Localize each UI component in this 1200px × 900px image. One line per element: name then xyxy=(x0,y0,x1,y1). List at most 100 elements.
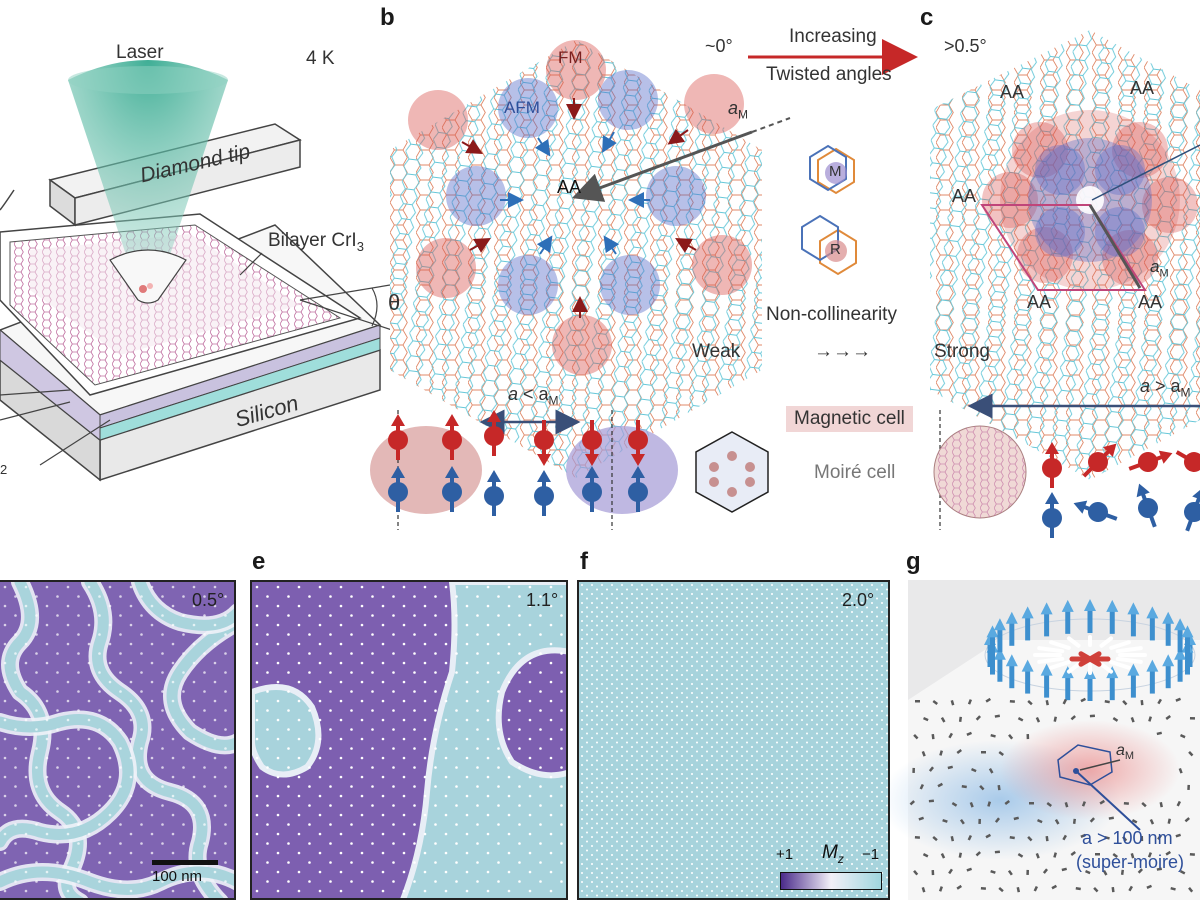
spin-down-arrow xyxy=(388,466,408,512)
afm-domain xyxy=(498,255,558,315)
weak-label: Weak xyxy=(692,341,741,362)
skyrmion-outer-spin xyxy=(1040,602,1053,637)
afm-domain xyxy=(446,166,506,226)
spin-down-arrow xyxy=(1042,492,1062,538)
aa-label-c1: AA xyxy=(1000,82,1025,102)
panel-e-map xyxy=(250,580,568,900)
spin-down-arrow xyxy=(534,470,554,516)
skyrmion-outer-spin xyxy=(1084,599,1096,633)
moire-period-label-c: aM xyxy=(1150,257,1169,280)
fm-domain xyxy=(552,315,612,375)
skyrmion-inner-spin xyxy=(1066,662,1081,674)
skyrmion-outer-spin xyxy=(1181,625,1194,660)
panel-d-map xyxy=(0,580,236,900)
super-moire-label: (super-moire) xyxy=(1076,852,1185,872)
afm-domain xyxy=(498,78,558,138)
skyrmion-inner-spin xyxy=(1115,646,1143,654)
skyrmion-spins xyxy=(984,599,1196,701)
afm-label: AFM xyxy=(504,98,540,117)
moire-period-label-b: aM xyxy=(728,98,749,122)
angle-label-e: 1.1° xyxy=(526,590,559,610)
arrows-glyph: →→→ xyxy=(814,341,871,362)
spin-down-arrow xyxy=(1136,483,1158,528)
spacing-condition-small: a < aM xyxy=(508,384,559,408)
afm-domain xyxy=(598,70,658,130)
colorbar-plus: +1 xyxy=(776,846,794,863)
spin-up-arrow xyxy=(1175,450,1200,473)
skyrmion-outer-spin xyxy=(993,647,1006,682)
temperature-label: 4 K xyxy=(306,48,335,69)
skyrmion-outer-spin xyxy=(1061,599,1074,634)
spin-up-arrow xyxy=(442,414,462,460)
spin-down-arrow xyxy=(484,470,504,516)
twisted-angles-label: Twisted angles xyxy=(766,64,892,85)
spin-down-arrow xyxy=(1184,487,1200,532)
skyrmion-outer-spin xyxy=(993,618,1006,653)
layer-subscript: 2 xyxy=(0,462,8,477)
aa-label-c3: AA xyxy=(952,186,977,206)
afm-domain xyxy=(600,255,660,315)
fm-domain xyxy=(546,40,606,100)
skyrmion-outer-spin xyxy=(1146,659,1159,694)
panel-letter-g: g xyxy=(906,548,921,575)
skyrmion-outer-spin xyxy=(1162,654,1175,689)
increasing-label: Increasing xyxy=(789,26,877,47)
colorbar xyxy=(780,872,882,890)
spin-arrows xyxy=(388,410,1200,538)
spin-up-arrow xyxy=(484,410,504,456)
fm-label: FM xyxy=(558,48,583,67)
angle-high-label: >0.5° xyxy=(944,36,987,56)
spin-down-arrow xyxy=(628,466,648,512)
spin-up-arrow xyxy=(1082,443,1117,478)
skyrmion-inner-spin xyxy=(1109,640,1131,650)
skyrmion-inner-spin xyxy=(1037,656,1065,664)
scale-bar-label: 100 nm xyxy=(152,868,203,885)
angle-low-label: ~0° xyxy=(705,36,733,56)
skyrmion-inner-spin xyxy=(1099,636,1114,648)
bilayer-label: Bilayer CrI3 xyxy=(268,230,364,254)
fm-domain xyxy=(416,238,476,298)
panel-a-device xyxy=(0,60,393,482)
skyrmion-core-spin xyxy=(1087,651,1102,662)
skyrmion-outer-spin xyxy=(1021,606,1034,641)
panel-c-lattice xyxy=(930,30,1200,480)
spacing-condition-large: a > aM xyxy=(1140,376,1191,400)
spin-up-arrow xyxy=(534,420,554,466)
skyrmion-outer-spin xyxy=(1106,599,1119,634)
fm-domain xyxy=(408,90,468,150)
laser-cone xyxy=(68,60,228,293)
fm-domain xyxy=(692,235,752,295)
panel-b-lattice xyxy=(390,40,791,478)
theta-label: θ xyxy=(388,290,401,315)
skyrmion-inner-spin xyxy=(1099,662,1114,674)
skyrmion-inner-spin xyxy=(1037,646,1065,654)
skyrmion-inner-spin xyxy=(1115,656,1143,664)
colorbar-title: Mz xyxy=(822,842,844,866)
moire-period-label-g: aM xyxy=(1116,742,1135,763)
strong-label: Strong xyxy=(934,341,990,362)
skyrmion-outer-spin xyxy=(1127,663,1140,698)
skyrmion-inner-spin xyxy=(1049,660,1071,670)
panel-letter-b: b xyxy=(380,4,395,31)
skyrmion-outer-spin xyxy=(986,625,999,660)
angle-label-f: 2.0° xyxy=(842,590,875,610)
panel-letter-c: c xyxy=(920,4,934,31)
spin-down-arrow xyxy=(442,466,462,512)
skyrmion-outer-spin xyxy=(1005,654,1018,689)
panel-letter-f: f xyxy=(580,548,588,575)
aa-label-c5: AA xyxy=(1138,292,1163,312)
middle-transition xyxy=(748,39,918,276)
skyrmion-outer-spin xyxy=(1021,659,1034,694)
surface-texture xyxy=(909,697,1195,893)
super-moire-size: a > 100 nm xyxy=(1082,828,1173,848)
spin-up-arrow xyxy=(1128,450,1173,472)
colorbar-minus: −1 xyxy=(862,846,880,863)
aa-center-label: AA xyxy=(557,177,582,197)
aa-label-c4: AA xyxy=(1027,292,1052,312)
moire-cell-label: Moiré cell xyxy=(814,462,896,483)
panel-f-map xyxy=(577,580,890,900)
skyrmion-outer-spin xyxy=(1127,602,1140,637)
hex-m-label: M xyxy=(829,163,842,180)
magnetic-cell-label: Magnetic cell xyxy=(786,406,913,432)
spin-up-arrow xyxy=(582,420,602,466)
